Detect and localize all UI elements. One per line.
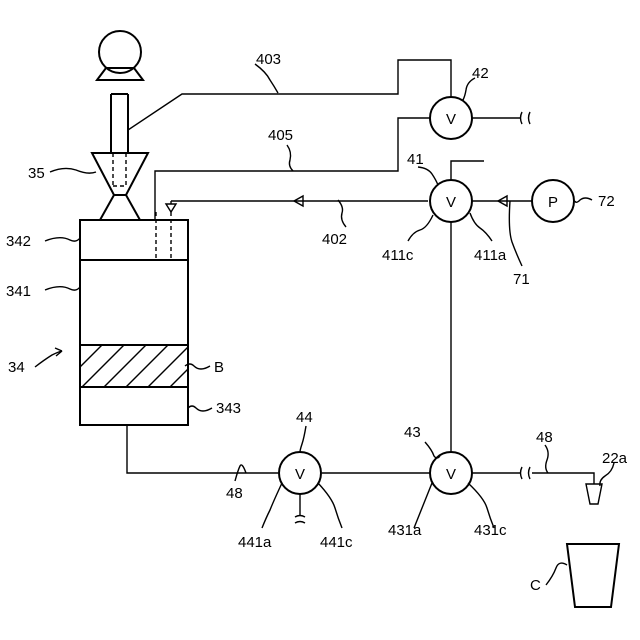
cup-c <box>567 544 619 607</box>
label-42: 42 <box>472 65 489 82</box>
label-341: 341 <box>6 283 31 300</box>
label-431a: 431a <box>388 522 422 539</box>
line-403 <box>128 60 451 130</box>
leader-lines <box>35 64 614 585</box>
label-34: 34 <box>8 359 25 376</box>
label-b: B <box>214 359 224 376</box>
valve-44: V <box>279 452 321 494</box>
svg-text:V: V <box>295 466 305 483</box>
label-48-left: 48 <box>226 485 243 502</box>
reference-labels: 403 42 405 41 35 402 72 342 411c 411a 71… <box>6 51 628 594</box>
motor-unit <box>97 31 143 80</box>
line-42-out <box>472 112 530 124</box>
drain-44 <box>295 494 305 523</box>
label-441a: 441a <box>238 534 272 551</box>
label-403: 403 <box>256 51 281 68</box>
label-411c: 411c <box>382 247 414 264</box>
line-402 <box>166 196 428 212</box>
hatched-layer-b <box>60 345 212 387</box>
label-72: 72 <box>598 193 615 210</box>
valve-41: V <box>430 180 472 222</box>
svg-text:V: V <box>446 194 456 211</box>
label-342: 342 <box>6 233 31 250</box>
label-405: 405 <box>268 127 293 144</box>
label-48-right: 48 <box>536 429 553 446</box>
label-343: 343 <box>216 400 241 417</box>
label-71: 71 <box>513 271 530 288</box>
valve-42: V <box>430 97 472 139</box>
hopper-35 <box>92 153 148 220</box>
label-22a: 22a <box>602 450 628 467</box>
vent-line <box>451 161 484 180</box>
label-411a: 411a <box>474 247 507 264</box>
svg-text:P: P <box>548 194 558 211</box>
label-35: 35 <box>28 165 45 182</box>
label-43: 43 <box>404 424 421 441</box>
svg-text:V: V <box>446 466 456 483</box>
pump-72: P <box>532 180 574 222</box>
label-c: C <box>530 577 541 594</box>
vessel-34 <box>60 212 212 425</box>
svg-text:V: V <box>446 111 456 128</box>
label-441c: 441c <box>320 534 353 551</box>
feed-pipe <box>111 94 128 153</box>
label-44: 44 <box>296 409 313 426</box>
line-48 <box>127 425 602 504</box>
line-71 <box>472 196 532 206</box>
label-431c: 431c <box>474 522 507 539</box>
label-41: 41 <box>407 151 424 168</box>
label-402: 402 <box>322 231 347 248</box>
